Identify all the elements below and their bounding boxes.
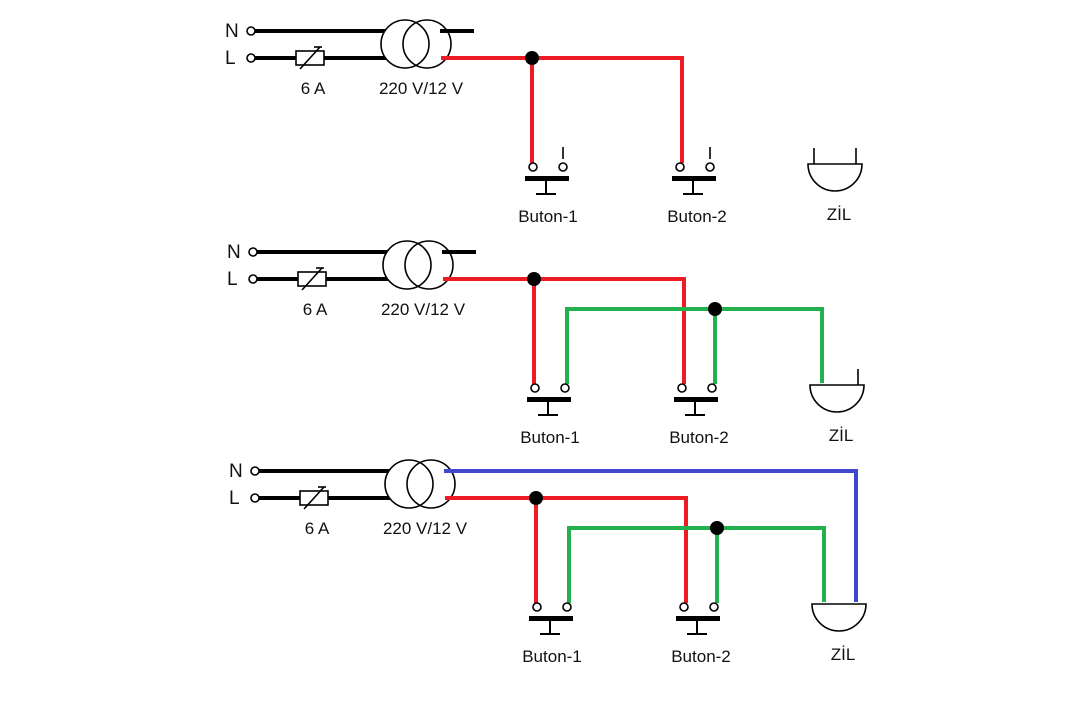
fuse-label: 6 A <box>301 79 326 98</box>
button-1-label: Buton-1 <box>520 428 580 447</box>
button-terminal <box>679 602 689 612</box>
button-terminal <box>532 602 542 612</box>
bell <box>807 148 863 192</box>
button-terminal <box>560 383 570 393</box>
button-terminal <box>705 162 715 172</box>
push-button-2 <box>674 383 718 416</box>
bell-signal-wire <box>565 307 824 384</box>
fuse <box>295 46 325 70</box>
signal-junction <box>710 521 724 535</box>
push-button-2 <box>676 602 720 635</box>
fuse <box>299 486 329 510</box>
fuse-slash <box>303 486 325 510</box>
button-terminal <box>562 602 572 612</box>
phase-wire-button-1 <box>445 496 538 603</box>
transformer <box>382 240 454 290</box>
transformer-label: 220 V/12 V <box>383 519 468 538</box>
wiring-stage-3: NL 6 A 220 V/12 V Buton-1 Buton-2 ZİL <box>229 459 867 666</box>
transformer-secondary-coil <box>402 19 452 69</box>
fuse-slash <box>301 267 323 291</box>
button-1-label: Buton-1 <box>518 207 578 226</box>
push-button-1 <box>527 383 571 416</box>
phase-junction <box>525 51 539 65</box>
transformer <box>380 19 452 69</box>
button-terminal <box>530 383 540 393</box>
button-terminal <box>675 162 685 172</box>
button-terminal <box>528 162 538 172</box>
button-terminal <box>558 162 568 172</box>
fuse-label: 6 A <box>305 519 330 538</box>
button-2-label: Buton-2 <box>671 647 731 666</box>
button-contact-bar <box>527 397 571 402</box>
bell <box>811 603 867 632</box>
n-terminal-label: N <box>227 242 241 263</box>
l-input-terminal <box>250 493 260 503</box>
transformer-primary-coil <box>380 19 430 69</box>
l-terminal-label: L <box>229 488 240 509</box>
phase-wire-button-2 <box>532 56 684 163</box>
l-terminal-label: L <box>225 48 236 69</box>
button-1-label: Buton-1 <box>522 647 582 666</box>
bell-dome <box>809 384 865 413</box>
button-2-label: Buton-2 <box>667 207 727 226</box>
wiring-stage-1: NL 6 A 220 V/12 V Buton-1 Buton-2 ZİL <box>225 19 863 226</box>
phase-junction <box>529 491 543 505</box>
bell-signal-wire <box>567 526 826 603</box>
push-button-1 <box>525 147 569 195</box>
n-terminal-label: N <box>229 461 243 482</box>
button-contact-bar <box>676 616 720 621</box>
phase-junction <box>527 272 541 286</box>
phase-wire-button-1 <box>443 277 536 384</box>
l-terminal-label: L <box>227 269 238 290</box>
button-2-label: Buton-2 <box>669 428 729 447</box>
fuse-slash <box>299 46 321 70</box>
n-input-terminal <box>246 26 256 36</box>
bell-label: ZİL <box>829 426 854 445</box>
transformer-label: 220 V/12 V <box>381 300 466 319</box>
transformer-primary-coil <box>384 459 434 509</box>
bell-return-wire <box>444 469 858 602</box>
bell-dome <box>807 163 863 192</box>
push-button-2 <box>672 147 716 195</box>
fuse-label: 6 A <box>303 300 328 319</box>
bell-label: ZİL <box>831 645 856 664</box>
button-terminal <box>677 383 687 393</box>
phase-wire-button-1 <box>441 56 534 163</box>
button-contact-bar <box>529 616 573 621</box>
transformer <box>384 459 456 509</box>
push-button-1 <box>529 602 573 635</box>
button-contact-bar <box>672 176 716 181</box>
transformer-secondary-coil <box>404 240 454 290</box>
n-input-terminal <box>250 466 260 476</box>
fuse <box>297 267 327 291</box>
l-input-terminal <box>248 274 258 284</box>
bell-dome <box>811 603 867 632</box>
bell <box>809 369 865 413</box>
button-terminal <box>707 383 717 393</box>
transformer-secondary-coil <box>406 459 456 509</box>
signal-junction <box>708 302 722 316</box>
phase-wire-button-2 <box>534 277 686 384</box>
n-terminal-label: N <box>225 21 239 42</box>
transformer-label: 220 V/12 V <box>379 79 464 98</box>
l-input-terminal <box>246 53 256 63</box>
button-contact-bar <box>674 397 718 402</box>
phase-wire-button-2 <box>536 496 688 603</box>
n-input-terminal <box>248 247 258 257</box>
button-terminal <box>709 602 719 612</box>
button-contact-bar <box>525 176 569 181</box>
bell-label: ZİL <box>827 205 852 224</box>
wiring-stage-2: NL 6 A 220 V/12 V Buton-1 Buton-2 ZİL <box>227 240 865 447</box>
transformer-primary-coil <box>382 240 432 290</box>
